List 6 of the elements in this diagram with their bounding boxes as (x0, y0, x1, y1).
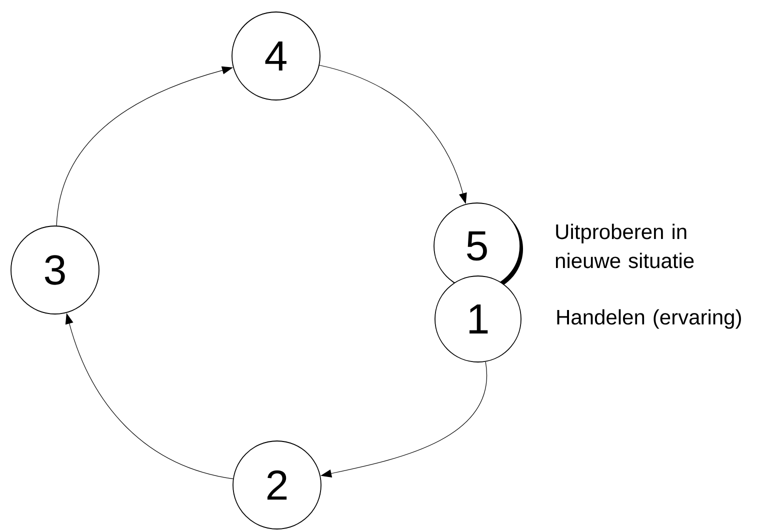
circle-node: 3 (10, 226, 100, 314)
circle-node: 4 (232, 12, 320, 100)
circle-node: 1 (434, 276, 522, 362)
circle-node: 2 (232, 440, 322, 530)
side-note: Handelen (ervaring) (557, 309, 741, 329)
side-note: Uitproberen in nieuwe situatie (556, 224, 694, 268)
